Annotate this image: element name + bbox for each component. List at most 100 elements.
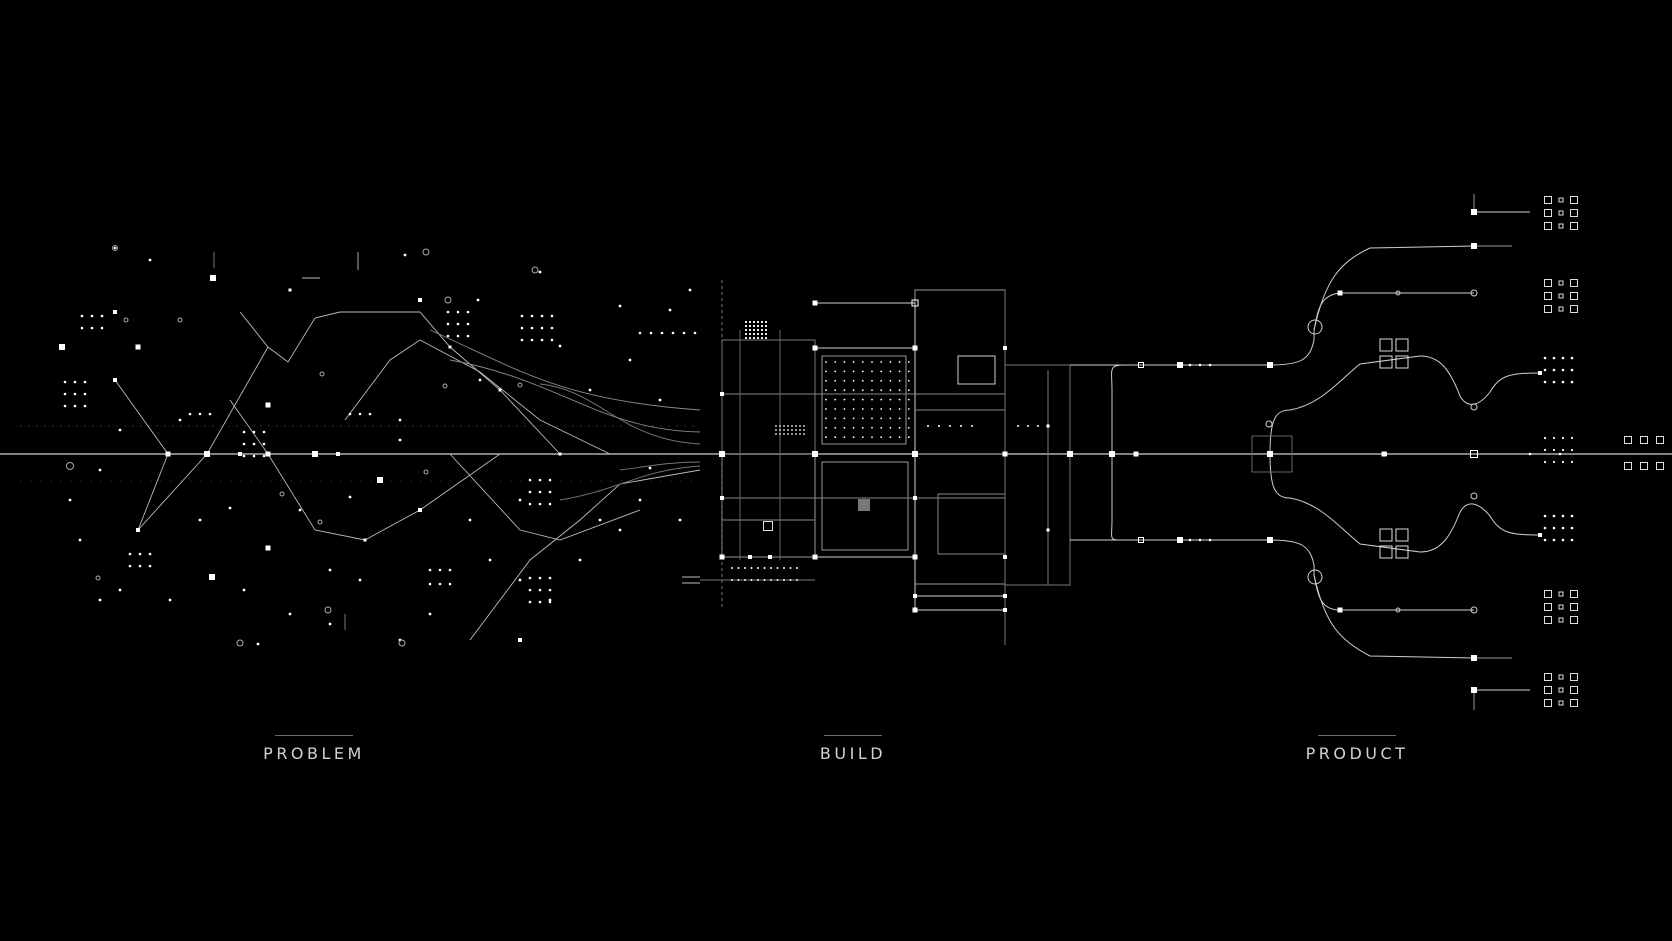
- problem-dot: [348, 495, 352, 499]
- grid-dot: [358, 412, 362, 416]
- build-node: [748, 555, 752, 559]
- problem-node: [204, 451, 210, 457]
- product-node: [1109, 451, 1115, 457]
- grid-dot: [530, 326, 534, 330]
- grid-dot: [748, 332, 752, 336]
- grid-dot: [148, 564, 152, 568]
- grid-dot: [540, 326, 544, 330]
- problem-ring: [324, 606, 332, 614]
- grid-dot: [638, 331, 642, 335]
- problem-dot: [476, 298, 480, 302]
- grid-dot: [789, 579, 792, 581]
- grid-dot: [1552, 514, 1556, 518]
- grid-dot: [825, 370, 827, 373]
- grid-dot: [898, 379, 901, 382]
- build-nodes: [719, 299, 1073, 613]
- grid-dot: [871, 398, 873, 401]
- grid-dot: [1543, 380, 1547, 384]
- build-node-hollow: [763, 521, 773, 531]
- branch-frame-icon: [1395, 355, 1409, 369]
- grid-dot: [456, 334, 460, 338]
- build-node: [812, 300, 818, 306]
- grid-dot: [795, 425, 797, 427]
- problem-dot: [288, 612, 292, 616]
- grid-dot: [889, 379, 892, 382]
- branch-line: [1269, 355, 1541, 455]
- network-curve: [559, 465, 701, 501]
- grid-dot: [262, 454, 266, 458]
- grid-dot: [528, 600, 532, 604]
- product-node-hollow: [1470, 450, 1478, 458]
- product-node: [1538, 371, 1542, 375]
- problem-node: [363, 538, 367, 542]
- grid-dot: [1561, 356, 1565, 360]
- grid-dot: [1037, 425, 1039, 427]
- grid-dot: [540, 338, 544, 342]
- grid-dot: [764, 336, 768, 340]
- output-icon: [1558, 197, 1564, 203]
- branch-line: [1313, 574, 1475, 659]
- grid-dot: [1561, 448, 1565, 452]
- grid-dot: [660, 331, 664, 335]
- product-dot: [1198, 363, 1202, 367]
- grid-dot: [100, 326, 104, 330]
- grid-dot: [898, 426, 901, 429]
- problem-dot: [68, 498, 72, 502]
- grid-dot: [799, 429, 801, 431]
- grid-dot: [843, 408, 846, 410]
- grid-dot: [1561, 538, 1565, 542]
- grid-dot: [731, 579, 733, 581]
- grid-dot: [889, 417, 892, 420]
- grid-dot: [764, 320, 768, 324]
- grid-dot: [242, 454, 246, 458]
- grid-dot: [671, 331, 675, 335]
- product-node: [1267, 537, 1273, 543]
- grid-dot: [744, 320, 748, 324]
- grid-dot: [744, 324, 748, 328]
- grid-dot: [128, 552, 132, 556]
- grid-dot: [550, 326, 554, 330]
- grid-dot: [252, 454, 256, 458]
- output-icon: [1570, 673, 1578, 681]
- grid-dot: [764, 324, 768, 328]
- grid-dot: [871, 417, 873, 420]
- problem-dot: [618, 304, 622, 308]
- grid-dot: [73, 380, 77, 384]
- problem-ring: [123, 317, 129, 323]
- problem-node: [265, 402, 271, 408]
- grid-dot: [880, 408, 883, 410]
- output-icon: [1558, 687, 1564, 693]
- grid-dot: [861, 389, 864, 392]
- grid-dot: [1543, 436, 1547, 440]
- problem-dot: [628, 358, 632, 362]
- grid-dot: [852, 389, 855, 392]
- output-icon: [1558, 700, 1564, 706]
- grid-dot: [737, 567, 740, 569]
- grid-dot: [779, 425, 781, 427]
- network-curve: [429, 329, 701, 411]
- problem-network: [114, 252, 701, 641]
- grid-dot: [757, 567, 759, 569]
- product-node: [1177, 537, 1183, 543]
- grid-dot: [783, 567, 785, 569]
- grid-dot: [763, 579, 766, 581]
- branch-frame-icon: [1395, 545, 1409, 559]
- branch-ring: [1265, 420, 1273, 428]
- branch-ring: [1470, 606, 1478, 614]
- grid-dot: [791, 433, 793, 435]
- problem-dot: [598, 518, 602, 522]
- grid-dot: [787, 433, 789, 435]
- grid-dot: [795, 433, 797, 435]
- output-icon-grids: [1379, 196, 1664, 707]
- problem-node: [113, 378, 117, 382]
- grid-dot: [796, 567, 798, 569]
- problem-node: [498, 388, 502, 392]
- problem-dot: [242, 588, 246, 592]
- grid-dot: [757, 579, 759, 581]
- grid-dot: [649, 331, 653, 335]
- problem-node: [265, 545, 271, 551]
- build-node: [812, 345, 818, 351]
- grid-dot: [898, 408, 901, 410]
- product-node: [1471, 687, 1477, 693]
- output-icon: [1544, 699, 1552, 707]
